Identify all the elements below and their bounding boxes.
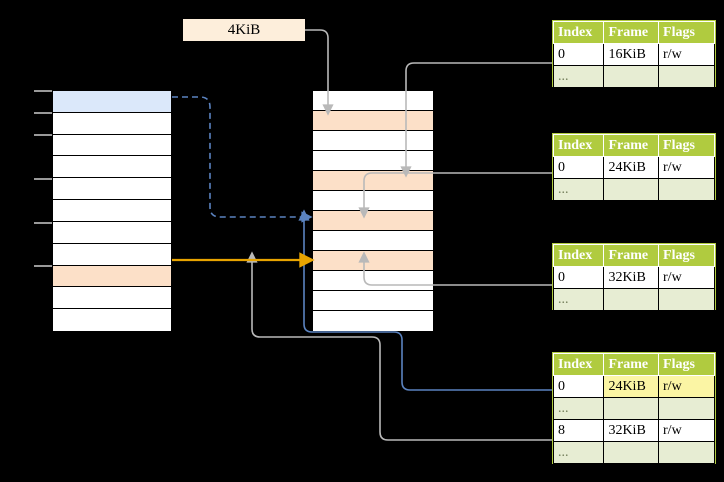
memory-row [53,178,171,201]
memory-row [53,287,171,310]
wire-vpage-to-frame-dashed [172,96,313,223]
table-cell: r/w [658,419,715,442]
column-header-flags: Flags [658,134,715,157]
memory-row [53,91,171,113]
memory-row [53,156,171,179]
column-header-flags: Flags [658,21,715,44]
table-cell: ... [552,397,605,420]
table-cell: ... [552,288,605,311]
memory-row [313,311,433,331]
table-row: ... [552,65,715,88]
column-header-index: Index [552,21,605,44]
column-header-frame: Frame [603,353,660,376]
table-cell [658,178,715,201]
table-cell: r/w [658,156,715,179]
memory-row [53,243,171,266]
table-cell [603,288,660,311]
column-header-frame: Frame [603,134,660,157]
table-cell: 0 [552,43,605,66]
tick-mark [34,222,52,224]
tick-mark [34,90,52,92]
table-cell: 16KiB [603,43,660,66]
table-cell: ... [552,178,605,201]
memory-row [313,111,433,131]
virtual-address-column [52,90,172,331]
memory-row [53,309,171,331]
table-row: ... [552,441,715,464]
memory-row [313,191,433,211]
memory-row [53,112,171,135]
page-size-label: 4KiB [183,19,305,41]
table-cell [658,441,715,464]
table-cell: r/w [658,43,715,66]
table-cell: 32KiB [603,419,660,442]
table-cell: 24KiB [603,375,660,398]
table-cell [603,178,660,201]
table-cell: 0 [552,375,605,398]
table-cell [658,397,715,420]
memory-row [313,171,433,191]
memory-row [313,271,433,291]
table-cell: 32KiB [603,266,660,289]
column-header-frame: Frame [603,21,660,44]
memory-row [313,91,433,111]
column-header-index: Index [552,244,605,267]
table-cell: 0 [552,156,605,179]
table-cell: r/w [658,266,715,289]
table-cell: ... [552,441,605,464]
memory-row [313,291,433,311]
table-row: ... [552,288,715,311]
tick-mark [34,134,52,136]
table-row: ... [552,397,715,420]
memory-row [313,251,433,271]
column-header-index: Index [552,134,605,157]
tick-mark [34,265,52,267]
column-header-index: Index [552,353,605,376]
memory-row [313,211,433,231]
memory-row [53,134,171,157]
column-header-flags: Flags [658,244,715,267]
table-row: ... [552,178,715,201]
table-cell: 8 [552,419,605,442]
memory-row [53,221,171,244]
table-cell [658,288,715,311]
tick-mark [34,178,52,180]
table-cell: 24KiB [603,156,660,179]
memory-row [53,200,171,222]
memory-row [313,131,433,151]
table-cell: r/w [658,375,715,398]
physical-memory-column [312,90,434,331]
table-cell [658,65,715,88]
table-cell [603,441,660,464]
table-cell [603,397,660,420]
column-header-flags: Flags [658,353,715,376]
table-cell: ... [552,65,605,88]
table-cell [603,65,660,88]
memory-row [53,265,171,288]
memory-row [313,231,433,251]
memory-row [313,151,433,171]
table-cell: 0 [552,266,605,289]
column-header-frame: Frame [603,244,660,267]
tick-mark [34,112,52,114]
